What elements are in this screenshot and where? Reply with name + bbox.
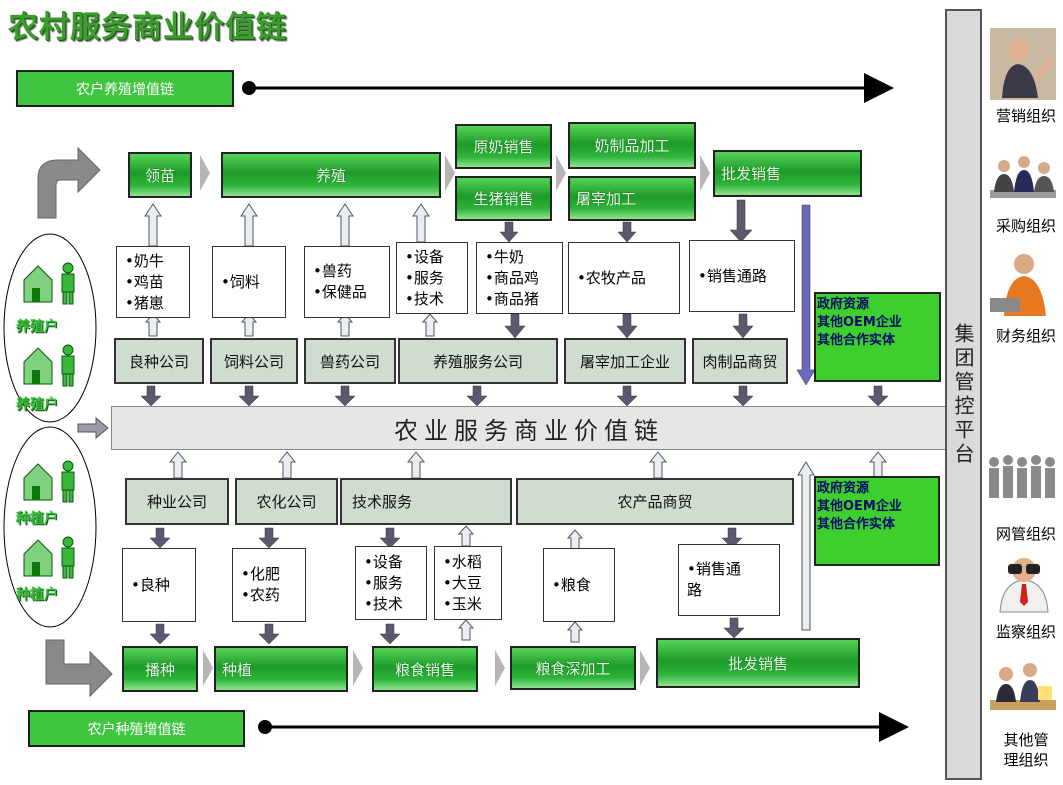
purchasing-org-picture: [990, 152, 1056, 208]
company-breeding-stock: 良种公司: [114, 338, 204, 384]
product-box-equipment-service: •设备 •服务 •技术: [396, 242, 468, 314]
flow-tuzai: 屠宰加工: [568, 176, 696, 221]
product-box-breeding-stock: •奶牛 •鸡苗 •猪崽: [116, 246, 190, 318]
breeder-label-1: 养殖户: [16, 319, 58, 335]
company-seed: 种业公司: [125, 478, 229, 525]
group-control-platform: 集团管控平台: [945, 9, 982, 780]
product-box-grain: •粮食: [543, 548, 615, 622]
flow-yangzhi: 养殖: [221, 152, 441, 198]
resources-box-top: 政府资源 其他OEM企业 其他合作实体: [814, 292, 941, 382]
company-slaughter: 屠宰加工企业: [564, 338, 686, 384]
company-agrochem: 农化公司: [235, 478, 338, 525]
company-feed: 饲料公司: [210, 338, 298, 384]
product-box-seed: •良种: [122, 548, 196, 622]
flow-grain-processing: 粮食深加工: [510, 646, 636, 690]
product-box-agri-products: •农牧产品: [568, 242, 680, 314]
company-agri-trade: 农产品商贸: [516, 478, 794, 525]
breeder-icon: [20, 340, 80, 400]
planter-label-2: 种植户: [16, 587, 58, 603]
flow-pifa-bottom: 批发销售: [656, 638, 860, 688]
company-vet: 兽药公司: [304, 338, 396, 384]
breeding-chain-label: 农户养殖增值链: [16, 70, 234, 107]
marketing-org-label: 营销组织: [995, 107, 1056, 125]
curved-up-arrow: [37, 146, 101, 219]
flow-pifa-top: 批发销售: [713, 150, 862, 197]
product-box-sales-channel-bottom: •销售通 路: [678, 544, 780, 616]
planting-timeline-arrow: [258, 712, 909, 742]
main-value-chain-bar: 农业服务商业价值链: [111, 406, 947, 450]
product-box-fertilizer: •化肥 •农药: [232, 548, 306, 622]
company-tech-service: 技术服务: [340, 478, 512, 525]
planter-icon: [20, 456, 80, 516]
finance-org-picture: [990, 250, 1056, 318]
breeder-label-2: 养殖户: [16, 397, 58, 413]
finance-org-label: 财务组织: [995, 327, 1056, 345]
product-box-feed: •饲料: [212, 246, 286, 318]
flow-shengzhu-sales: 生猪销售: [455, 176, 552, 221]
bent-right-arrow: [45, 639, 113, 698]
product-box-vet-medicine: •兽药 •保健品: [304, 246, 390, 318]
page-title: 农村服务商业价值链: [8, 10, 287, 45]
flow-lingmiao: 领苗: [128, 152, 192, 198]
network-org-picture: [986, 450, 1058, 506]
marketing-org-picture: [990, 28, 1056, 100]
planting-chain-label: 农户种殖增值链: [28, 710, 245, 747]
product-box-livestock: •牛奶 •商品鸡 •商品猪: [476, 242, 563, 314]
product-box-sales-channel-top: •销售通路: [689, 240, 795, 312]
supervision-org-label: 监察组织: [995, 623, 1056, 641]
network-org-label: 网管组织: [995, 525, 1056, 543]
other-org-picture: [990, 656, 1056, 724]
resources-box-bottom: 政府资源 其他OEM企业 其他合作实体: [814, 476, 940, 566]
breeding-timeline-arrow: [242, 73, 894, 103]
other-org-label: 其他管 理组织: [1003, 731, 1049, 769]
company-meat-trade: 肉制品商贸: [692, 338, 788, 384]
product-box-equipment-service-bottom: •设备 •服务 •技术: [355, 546, 427, 620]
flow-yuannai-sales: 原奶销售: [455, 124, 552, 169]
company-breeding-service: 养殖服务公司: [398, 338, 558, 384]
flow-naizhipin: 奶制品加工: [568, 122, 696, 169]
product-box-grains: •水稻 •大豆 •玉米: [434, 546, 502, 620]
flow-grain-sales: 粮食销售: [372, 646, 478, 692]
breeder-icon: [20, 258, 80, 318]
planter-label-1: 种植户: [16, 511, 58, 527]
planter-icon: [20, 532, 80, 592]
purchasing-org-label: 采购组织: [995, 217, 1056, 235]
flow-bozhong: 播种: [122, 646, 198, 692]
flow-zhongzhi: 种植: [214, 646, 348, 692]
supervision-org-picture: [990, 552, 1056, 614]
